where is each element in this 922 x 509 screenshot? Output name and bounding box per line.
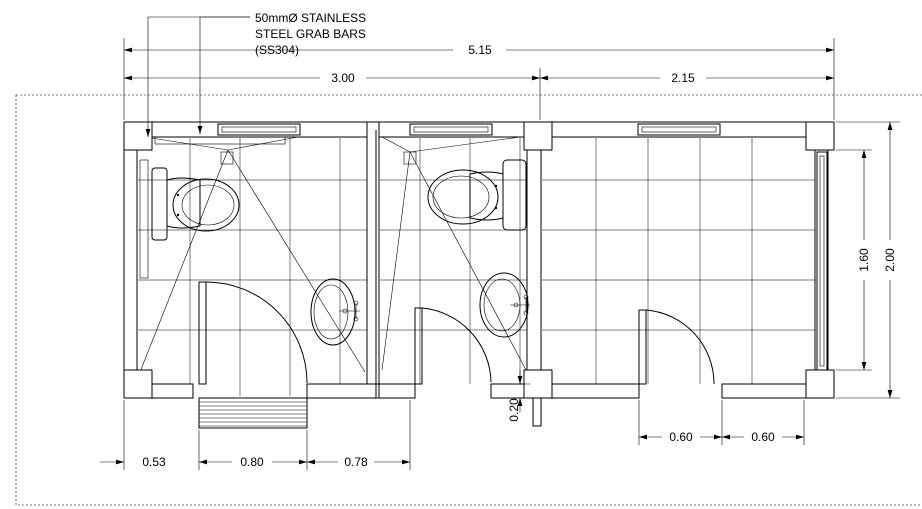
toilet-1	[151, 167, 240, 241]
dim-inner-depth: 1.60	[836, 149, 872, 371]
dim-door-width-label: 0.80	[240, 455, 264, 469]
dim-overall-width: 5.15	[123, 38, 835, 120]
dim-overall-width-label: 5.15	[468, 43, 492, 57]
grab-bar-annotation: 50mmØ STAINLESS STEEL GRAB BARS (SS304)	[145, 11, 366, 137]
floor-tile-grid	[138, 138, 820, 396]
walls	[123, 121, 829, 399]
columns	[123, 121, 835, 399]
door-1	[198, 281, 308, 385]
dim-door-left-label: 0.60	[669, 430, 693, 444]
grab-bars	[139, 136, 286, 279]
dim-left-width-label: 3.00	[331, 71, 355, 85]
door-2	[414, 307, 492, 385]
annotation-line-2: STEEL GRAB BARS	[255, 27, 366, 41]
dim-left-width: 3.00	[124, 68, 541, 120]
door-3	[638, 309, 715, 385]
cone-lines	[139, 136, 527, 373]
dim-overall-depth-label: 2.00	[883, 248, 897, 272]
floor-drains	[220, 151, 417, 165]
annotation-line-3: (SS304)	[255, 43, 299, 57]
dim-step-label: 0.20	[507, 398, 521, 422]
dim-overall-depth: 2.00	[836, 121, 900, 399]
entry-ramp	[198, 397, 308, 429]
toilet-2	[427, 159, 527, 231]
step-post	[532, 397, 542, 427]
lavatory-1	[310, 278, 360, 346]
annotation-line-1: 50mmØ STAINLESS	[255, 11, 366, 25]
dim-right-offset-label: 0.78	[344, 455, 368, 469]
dim-door-right-label: 0.60	[751, 430, 775, 444]
dim-wall-offset-label: 0.53	[142, 455, 166, 469]
dim-right-width-label: 2.15	[671, 71, 695, 85]
dim-right-width: 2.15	[540, 71, 834, 85]
site-boundary	[15, 94, 922, 506]
dim-bottom-right: 0.60 0.60	[638, 400, 805, 445]
windows	[217, 123, 828, 371]
lavatory-2	[479, 272, 530, 338]
dim-inner-depth-label: 1.60	[857, 248, 871, 272]
dim-step: 0.20	[500, 370, 530, 422]
dim-bottom-left: 0.53 0.80 0.78	[100, 400, 411, 470]
